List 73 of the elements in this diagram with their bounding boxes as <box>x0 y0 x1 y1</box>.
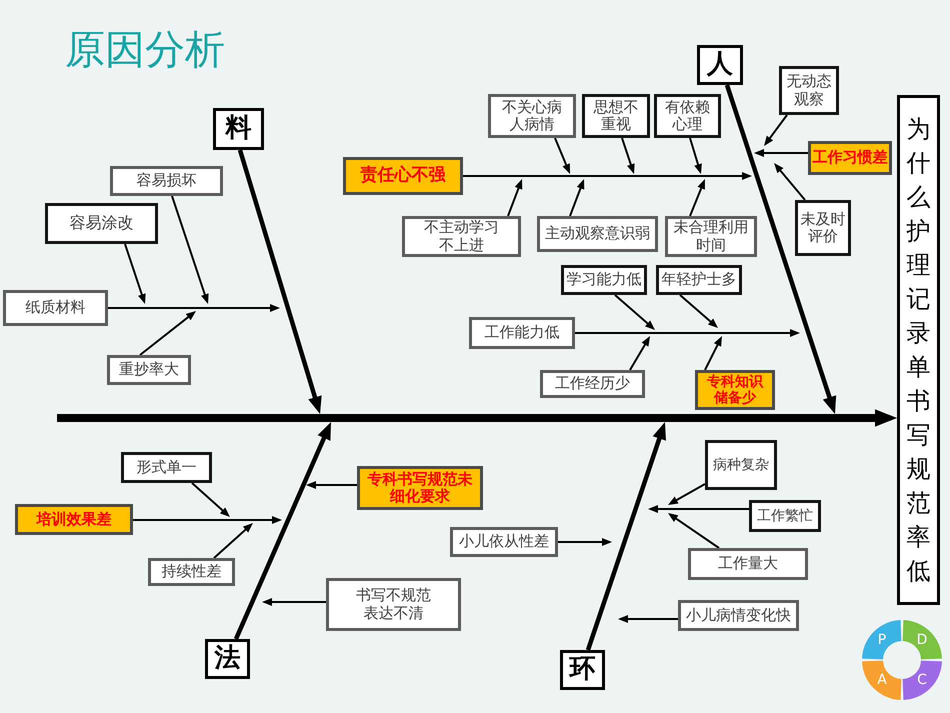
arrow <box>171 196 209 304</box>
key-cause-box: 专科书写规范未细化要求 <box>357 466 483 510</box>
arrow <box>108 304 280 312</box>
cause-box: 小儿病情变化快 <box>678 600 799 631</box>
cause-box: 容易损坏 <box>110 166 223 196</box>
category-box: 料 <box>213 108 264 150</box>
arrow <box>558 538 612 546</box>
arrow <box>463 172 752 180</box>
arrow <box>191 482 230 517</box>
cause-box: 工作繁忙 <box>749 500 821 532</box>
category-box: 环 <box>560 650 605 690</box>
cause-box: 思想不重视 <box>582 94 650 138</box>
arrow <box>569 179 584 216</box>
cycle-letter: C <box>916 671 928 689</box>
cause-box: 工作量大 <box>688 548 808 580</box>
arrow <box>618 615 678 623</box>
thick-arrow <box>234 422 331 640</box>
category-box: 人 <box>697 45 743 85</box>
arrow <box>614 294 656 330</box>
cause-box: 未及时评价 <box>795 200 851 256</box>
cause-box: 年轻护士多 <box>656 265 742 295</box>
arrow <box>648 505 749 513</box>
cause-box: 持续性差 <box>148 558 235 586</box>
cause-box: 主动观察意识弱 <box>537 216 658 252</box>
title: 原因分析 <box>65 26 225 74</box>
arrow <box>668 513 720 549</box>
arrow <box>124 244 146 304</box>
cycle-letter: P <box>876 631 888 649</box>
thick-arrow <box>238 149 322 414</box>
arrow <box>704 336 722 370</box>
arrow <box>621 138 635 174</box>
cause-box: 容易涂改 <box>45 203 158 244</box>
arrow <box>689 138 702 174</box>
key-cause-box: 专科知识储备少 <box>695 370 775 410</box>
key-cause-box: 工作习惯差 <box>808 141 892 175</box>
thick-arrow <box>586 422 666 651</box>
arrow <box>679 294 718 328</box>
arrow <box>754 149 808 157</box>
arrow <box>629 336 650 370</box>
cause-box: 纸质材料 <box>3 290 108 326</box>
cause-box: 有依赖心理 <box>654 94 721 138</box>
key-cause-box: 培训效果差 <box>15 504 133 535</box>
effect-box: 为什么护理记录单书写规范率低 <box>897 95 940 605</box>
arrow <box>668 483 706 505</box>
cause-box: 书写不规范表达不清 <box>326 578 461 631</box>
cause-box: 重抄率大 <box>107 355 191 385</box>
arrow <box>306 481 357 489</box>
arrow <box>764 114 788 146</box>
cause-box: 形式单一 <box>121 452 212 483</box>
arrow <box>139 311 196 356</box>
arrow <box>507 179 522 216</box>
cycle-letter: A <box>876 671 888 689</box>
thick-arrow <box>57 409 897 427</box>
category-box: 法 <box>205 639 250 679</box>
cause-box: 未合理利用时间 <box>665 216 757 257</box>
cause-box: 不关心病人病情 <box>488 94 576 138</box>
cause-box: 病种复杂 <box>705 440 777 490</box>
arrow <box>554 138 570 174</box>
arrow <box>575 329 800 337</box>
arrow <box>213 523 253 559</box>
arrow <box>262 598 326 606</box>
arrow <box>774 163 806 201</box>
arrow <box>689 179 705 216</box>
arrow <box>133 516 282 524</box>
cause-box: 工作能力低 <box>469 317 575 349</box>
cause-box: 工作经历少 <box>540 370 645 398</box>
cycle-letter: D <box>916 631 928 649</box>
cause-box: 学习能力低 <box>561 265 647 295</box>
key-cause-box: 责任心不强 <box>343 157 463 195</box>
cause-box: 无动态观察 <box>779 66 839 115</box>
cause-box: 不主动学习不上进 <box>402 216 521 257</box>
thick-arrow <box>724 84 836 414</box>
cause-box: 小儿依从性差 <box>450 527 558 557</box>
